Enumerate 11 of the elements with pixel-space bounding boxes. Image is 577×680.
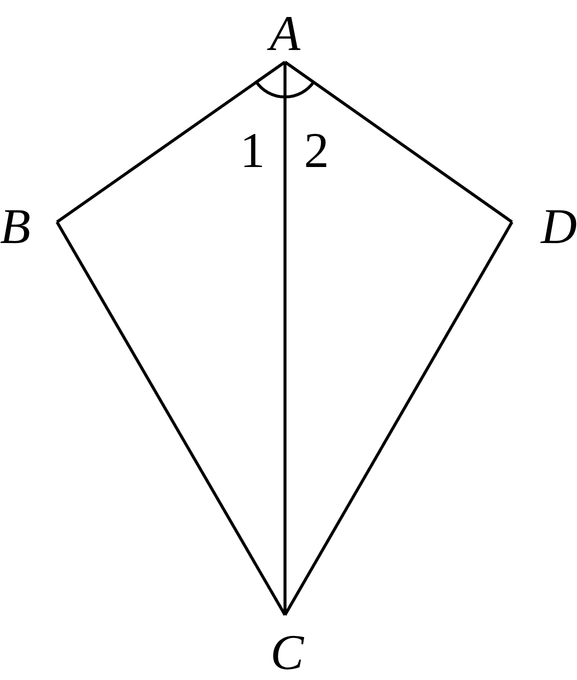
vertex-label: A [262, 8, 308, 62]
vertex-label: C [262, 615, 312, 677]
angle-number: 1 [240, 125, 265, 175]
side-line [56, 60, 286, 224]
side-line [284, 62, 286, 615]
side-line [284, 60, 513, 224]
vertex-label: B [0, 200, 57, 252]
angle-number: 2 [304, 125, 329, 175]
side-line [284, 221, 514, 616]
vertex-label: D [512, 200, 577, 252]
side-line [56, 221, 286, 616]
